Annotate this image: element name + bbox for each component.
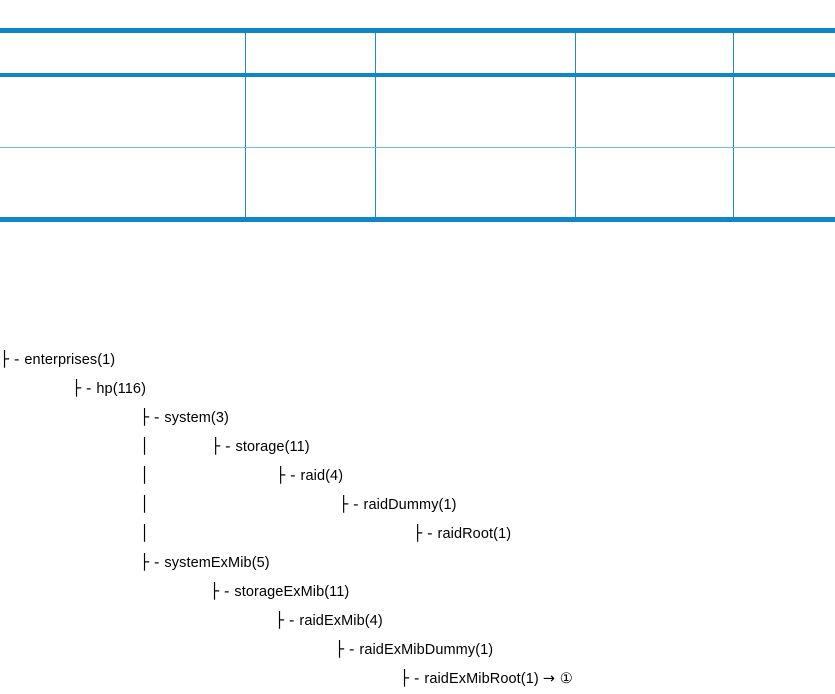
tree-node-label[interactable]: system(3) (164, 410, 229, 426)
tree-node-label[interactable]: enterprises(1) (24, 352, 116, 368)
tree-branch-icon: ├ - (276, 466, 301, 484)
tree-row: │ ├ - raid(4) (0, 461, 835, 490)
table-cell (0, 74, 246, 148)
table-header-row (0, 28, 835, 77)
tree-pipe-icon: │ (140, 437, 150, 455)
tree-branch-icon: ├ - (339, 495, 364, 513)
tree-node-label[interactable]: storage(11) (235, 439, 310, 455)
table-cell (732, 147, 835, 222)
table-header-cell-1 (0, 28, 246, 77)
tree-row: ├ - enterprises(1) (0, 345, 835, 374)
tree-branch-icon: ├ - (275, 611, 300, 629)
table-cell (574, 147, 734, 222)
tree-cross-reference-marker: → ① (542, 671, 573, 687)
table-row (0, 74, 835, 148)
tree-pipe-icon: │ (140, 466, 150, 484)
tree-node-label[interactable]: raidExMib(4) (299, 613, 383, 629)
tree-row: ├ - system(3) (0, 403, 835, 432)
tree-row: ├ - storageExMib(11) (0, 577, 835, 606)
tree-node-label[interactable]: raidExMibRoot(1) (424, 671, 539, 687)
tree-branch-icon: ├ - (0, 350, 25, 368)
tree-branch-icon: ├ - (72, 379, 97, 397)
table-cell (374, 74, 576, 148)
table-cell (374, 147, 576, 222)
tree-node-label[interactable]: hp(116) (96, 381, 146, 397)
tree-branch-icon: ├ - (140, 553, 165, 571)
tree-branch-icon: ├ - (210, 582, 235, 600)
tree-row: ├ - systemExMib(5) (0, 548, 835, 577)
table-header-cell-5 (732, 28, 835, 77)
tree-node-label[interactable]: raidDummy(1) (363, 497, 457, 513)
mib-oid-tree: ├ - enterprises(1)├ - hp(116)├ - system(… (0, 345, 835, 693)
tree-row: │ ├ - raidRoot(1) (0, 519, 835, 548)
table-header-cell-4 (574, 28, 734, 77)
mib-attribute-table (0, 28, 835, 222)
table-cell (244, 74, 376, 148)
tree-row: ├ - raidExMibRoot(1)→ ① (0, 664, 835, 693)
tree-branch-icon: ├ - (400, 669, 425, 687)
table-cell (732, 74, 835, 148)
tree-row: ├ - raidExMib(4) (0, 606, 835, 635)
tree-pipe-icon: │ (140, 495, 150, 513)
tree-node-label[interactable]: raidExMibDummy(1) (359, 642, 494, 658)
tree-row: │ ├ - storage(11) (0, 432, 835, 461)
tree-node-label[interactable]: raidRoot(1) (437, 526, 512, 542)
tree-branch-icon: ├ - (335, 640, 360, 658)
tree-node-label[interactable]: systemExMib(5) (164, 555, 270, 571)
table-cell (574, 74, 734, 148)
tree-branch-icon: ├ - (413, 524, 438, 542)
tree-row: ├ - hp(116) (0, 374, 835, 403)
table-header-cell-3 (374, 28, 576, 77)
table-header-cell-2 (244, 28, 376, 77)
tree-pipe-icon: │ (140, 524, 150, 542)
table-row (0, 147, 835, 222)
tree-node-label[interactable]: storageExMib(11) (234, 584, 350, 600)
tree-node-label[interactable]: raid(4) (300, 468, 344, 484)
tree-row: │ ├ - raidDummy(1) (0, 490, 835, 519)
table-cell (0, 147, 246, 222)
table-cell (244, 147, 376, 222)
tree-branch-icon: ├ - (211, 437, 236, 455)
tree-row: ├ - raidExMibDummy(1) (0, 635, 835, 664)
tree-branch-icon: ├ - (140, 408, 165, 426)
